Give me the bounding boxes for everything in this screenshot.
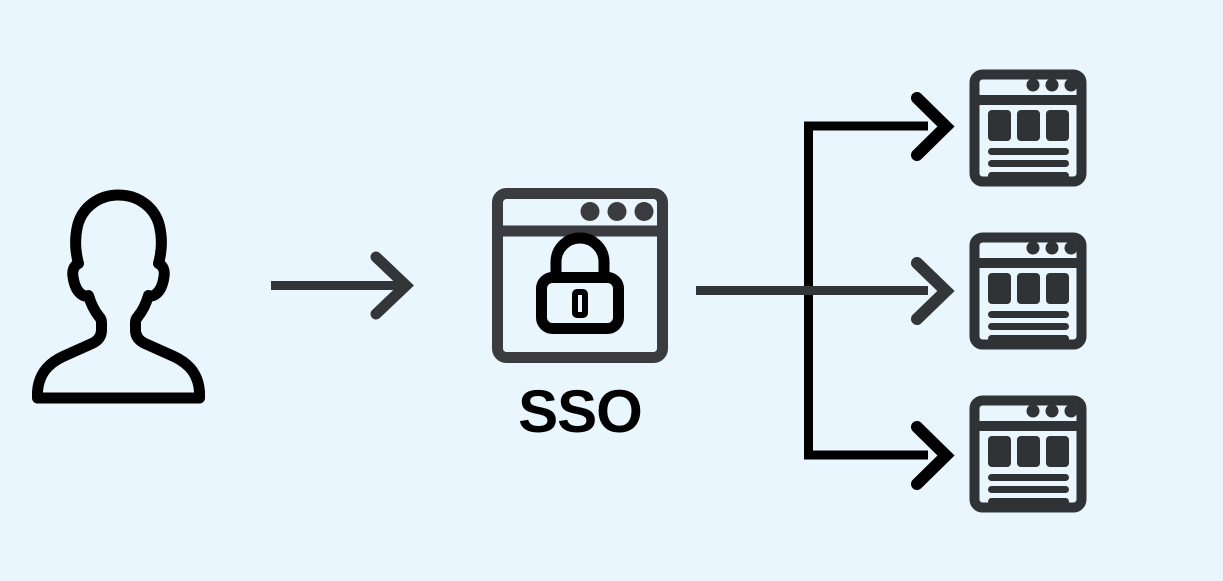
app-window-3-icon [969,395,1087,513]
connector-sso-to-app-3 [804,421,955,490]
sso-browser-window-icon [492,188,668,363]
window-dots [580,202,654,221]
window-dots [1026,78,1078,92]
content-tiles [988,436,1069,467]
connector-sso-to-app-2 [696,257,955,325]
content-lines [988,148,1069,179]
window-dots [1026,241,1078,255]
connector-user-to-sso [271,251,414,320]
person-avatar-icon [32,189,205,404]
content-lines [988,474,1069,505]
lock-icon [536,232,624,334]
content-lines [988,311,1069,342]
content-tiles [988,110,1069,141]
window-dots [1026,404,1078,418]
app-window-2-icon [969,232,1087,350]
sso-label: SSO [518,378,643,445]
connector-sso-to-app-1 [804,92,955,161]
app-window-1-icon [969,69,1087,187]
content-tiles [988,273,1069,304]
